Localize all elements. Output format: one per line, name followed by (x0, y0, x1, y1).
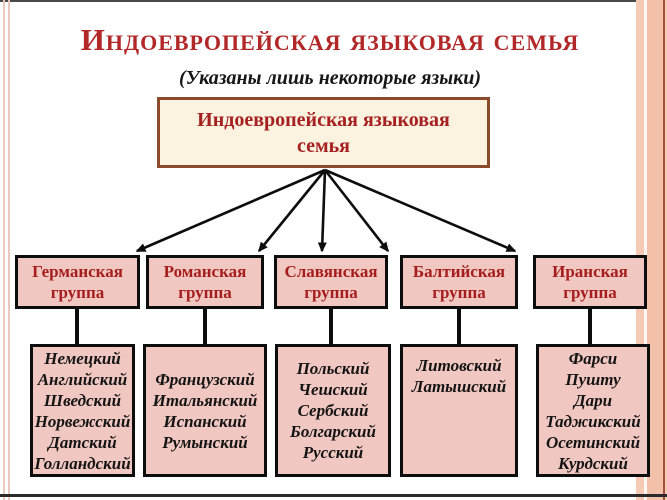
language-item: Сербский (297, 401, 369, 420)
decor-left-stripe-outer (3, 0, 5, 500)
language-item: Норвежский (34, 411, 131, 431)
decor-bottom-line (0, 494, 667, 497)
language-item: Польский (296, 359, 370, 378)
language-item: Итальянский (152, 390, 258, 410)
language-list-slavic: Польский Чешский Сербский Болгарский Рус… (275, 344, 391, 477)
connector-iranian (588, 308, 592, 344)
language-item: Таджикский (545, 411, 641, 431)
group-box-slavic: Славянская группа (274, 255, 388, 309)
language-item: Литовский (416, 356, 502, 375)
connector-baltic (457, 308, 461, 344)
language-item: Английский (37, 369, 128, 389)
group-label-baltic: Балтийская группа (412, 262, 506, 302)
page-title: Индоевропейская языковая семья (80, 22, 580, 57)
language-list-romance: Французский Итальянский Испанский Румынс… (143, 344, 267, 477)
root-node: Индоевропейская языковая семья (157, 97, 490, 168)
language-item: Осетинский (545, 432, 641, 452)
page-subtitle: (Указаны лишь некоторые языки) (179, 67, 481, 89)
connector-slavic (329, 308, 333, 344)
decor-right-band-inner (647, 0, 663, 500)
decor-right-band-white-stripe (644, 0, 647, 500)
language-item: Пушту (565, 369, 621, 389)
language-item: Латышский (411, 377, 507, 396)
language-item: Голландский (34, 453, 131, 473)
language-item: Русский (302, 443, 364, 462)
decor-top-line (0, 0, 646, 2)
group-box-romance: Романская группа (146, 255, 264, 309)
language-item: Шведский (43, 390, 122, 410)
language-list-iranian: Фарси Пушту Дари Таджикский Осетинский К… (536, 344, 650, 477)
language-item: Фарси (568, 348, 618, 368)
language-item: Французский (155, 369, 255, 389)
decor-left-stripe-inner (8, 0, 10, 500)
group-label-iranian: Иранская группа (552, 262, 628, 302)
language-item: Датский (48, 432, 117, 452)
group-label-germanic: Германская группа (32, 262, 123, 302)
decor-right-band (636, 0, 667, 500)
group-box-germanic: Германская группа (15, 255, 140, 309)
language-item: Немецкий (44, 348, 121, 368)
decor-right-band-dark-line (663, 0, 665, 500)
language-item: Курдский (558, 453, 628, 473)
root-node-label: Индоевропейская языковая семья (197, 108, 450, 157)
group-box-baltic: Балтийская группа (400, 255, 518, 309)
language-item: Испанский (163, 411, 247, 431)
group-label-slavic: Славянская группа (284, 262, 378, 302)
connector-romance (203, 308, 207, 344)
connector-germanic (75, 308, 79, 344)
language-item: Дари (573, 390, 613, 410)
language-item: Болгарский (290, 422, 376, 441)
language-list-baltic: Литовский Латышский (400, 344, 518, 477)
group-box-iranian: Иранская группа (533, 255, 647, 309)
language-item: Чешский (298, 380, 368, 399)
language-list-germanic: Немецкий Английский Шведский Норвежский … (30, 344, 135, 477)
group-label-romance: Романская группа (163, 262, 247, 302)
language-item: Румынский (162, 432, 248, 452)
